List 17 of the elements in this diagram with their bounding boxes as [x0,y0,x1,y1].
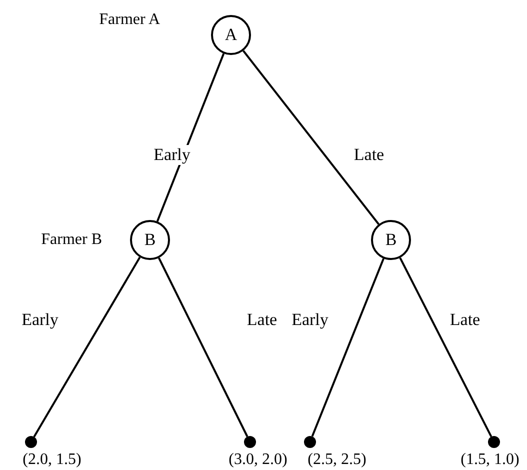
branch-line [156,53,225,222]
branch-line [242,50,380,225]
decision-node: A [211,15,251,55]
edge-label: Early [292,310,328,330]
payoff-label: (2.5, 2.5) [308,450,366,470]
branch-line [399,257,492,438]
branch-line [33,256,141,438]
edge-label: Early [22,310,58,330]
player-label: Farmer A [99,10,160,30]
payoff-label: (2.0, 1.5) [22,450,82,470]
payoff-label: (1.5, 1.0) [460,450,520,470]
branch-line [311,258,384,437]
player-label: Farmer B [41,230,102,250]
edge-label: Early [154,145,190,165]
payoff-label: (3.0, 2.0) [228,450,288,470]
decision-node: B [130,220,170,260]
decision-node: B [371,220,411,260]
